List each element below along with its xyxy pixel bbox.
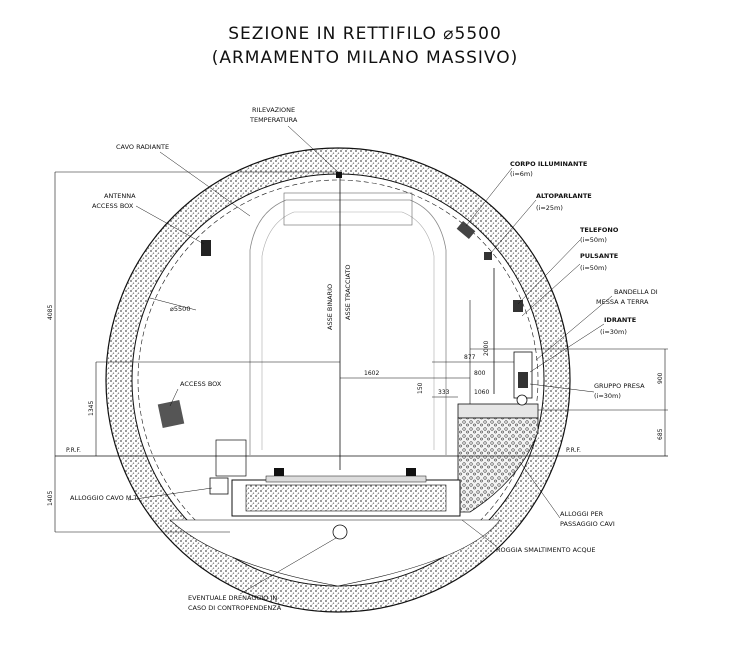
leader-diameter xyxy=(149,297,197,311)
earthing-label-line2: MESSA A TERRA xyxy=(596,298,649,306)
radiating-cable-label: CAVO RADIANTE xyxy=(116,143,169,151)
leader-drainage xyxy=(239,537,337,595)
walkway-right xyxy=(457,403,539,419)
rail-left xyxy=(274,468,284,482)
leader-telephone xyxy=(517,239,581,305)
dim-900-text: 900 xyxy=(657,372,664,384)
ref-label-left: P.R.F. xyxy=(66,447,81,454)
dim-1345-text: 1345 xyxy=(88,401,95,416)
leader-radiating-cable xyxy=(159,151,251,217)
temperature-sensor-icon xyxy=(336,172,342,178)
pantograph-zone xyxy=(283,192,413,226)
access-box-icon xyxy=(157,399,185,429)
cable-housing-label-line2: PASSAGGIO CAVI xyxy=(560,520,615,528)
dim-1060-text: 1060 xyxy=(474,389,489,396)
water-channel-label: ROGGIA SMALTIMENTO ACQUE xyxy=(496,546,596,554)
pushbutton-label-line2: (i=50m) xyxy=(580,264,607,272)
dim-150-text: 150 xyxy=(417,382,424,394)
hydrant-label-line1: IDRANTE xyxy=(604,316,636,324)
hydrant-label-line2: (i=30m) xyxy=(600,328,627,336)
clearance-gauge-outline xyxy=(249,199,447,455)
dim-877-text: 877 xyxy=(464,354,476,361)
telephone-label-line1: TELEFONO xyxy=(580,226,619,234)
mt-cable-housing xyxy=(209,477,229,495)
leader-pushbutton xyxy=(521,263,581,317)
socket-group-icon xyxy=(518,372,528,388)
socket-group-label-line1: GRUPPO PRESA xyxy=(594,382,645,390)
left-kerb xyxy=(215,439,247,477)
diameter-label: ⌀5500 xyxy=(170,305,190,313)
antenna-box-icon xyxy=(201,240,211,256)
track-axis-full-label: ASSE TRACCIATO xyxy=(344,265,352,320)
ref-label-right: P.R.F. xyxy=(566,447,581,454)
lighting-fixture-icon xyxy=(456,221,476,239)
earthing-label-line1: BANDELLA DI xyxy=(614,288,658,296)
leader-cable-housing xyxy=(519,461,561,519)
loudspeaker-icon xyxy=(484,252,492,260)
leader-ventilation xyxy=(287,125,339,173)
dim-4085-text: 4085 xyxy=(47,305,54,320)
telephone-icon xyxy=(513,300,523,312)
lighting-label-line2: (i=6m) xyxy=(510,170,533,178)
telephone-label-line2: (i=50m) xyxy=(580,236,607,244)
leader-loudspeaker xyxy=(489,199,537,255)
sleeper-block xyxy=(245,484,447,512)
lighting-label-line1: CORPO ILLUMINANTE xyxy=(510,160,587,168)
dim-685-text: 685 xyxy=(657,428,664,440)
pushbutton-label-line1: PULSANTE xyxy=(580,252,618,260)
clearance-gauge-inner xyxy=(261,211,435,450)
invert-concrete xyxy=(169,519,501,587)
loudspeaker-label-line1: ALTOPARLANTE xyxy=(536,192,592,200)
dim-2000-text: 2000 xyxy=(483,341,490,356)
ventilation-label-line2: TEMPERATURA xyxy=(249,116,298,124)
cable-duct-block xyxy=(457,417,539,513)
ventilation-label-line1: RILEVAZIONE xyxy=(252,106,295,114)
drainage-pipe xyxy=(332,524,348,540)
leader-earthing xyxy=(535,295,613,361)
cable-housing-label-line1: ALLOGGI PER xyxy=(560,510,604,518)
mt-cable-label: ALLOGGIO CAVO M.T. xyxy=(70,494,139,502)
leader-mt-cable xyxy=(127,487,213,501)
socket-group-label-line2: (i=30m) xyxy=(594,392,621,400)
drawing-title-line2: (ARMAMENTO MILANO MASSIVO) xyxy=(211,48,519,68)
dim-800-text: 800 xyxy=(474,370,486,377)
hydrant-valve-icon xyxy=(516,394,528,406)
drainage-label-line1: EVENTUALE DRENAGGIO IN xyxy=(188,594,277,602)
leader-lighting xyxy=(465,167,513,227)
dim-1602-text: 1602 xyxy=(364,370,379,377)
rail-support xyxy=(265,475,427,483)
dim-1405-text: 1405 xyxy=(47,491,54,506)
dim-333-text: 333 xyxy=(438,389,450,396)
drawing-title-line1: SEZIONE IN RETTIFILO ⌀5500 xyxy=(228,24,502,44)
leader-access-box xyxy=(169,388,179,407)
leader-hydrant xyxy=(529,323,605,373)
antenna-label-line1: ANTENNA xyxy=(104,192,136,200)
access-box-label: ACCESS BOX xyxy=(180,380,222,388)
loudspeaker-label-line2: (i=25m) xyxy=(536,204,563,212)
leader-socket-group xyxy=(529,383,595,393)
drainage-label-line2: CASO DI CONTROPENDENZA xyxy=(188,604,282,612)
leader-antenna xyxy=(135,205,205,245)
track-axis-label: ASSE BINARIO xyxy=(326,284,334,330)
antenna-label-line2: ACCESS BOX xyxy=(92,202,134,210)
leader-water-channel xyxy=(461,519,497,547)
rail-right xyxy=(406,468,416,482)
